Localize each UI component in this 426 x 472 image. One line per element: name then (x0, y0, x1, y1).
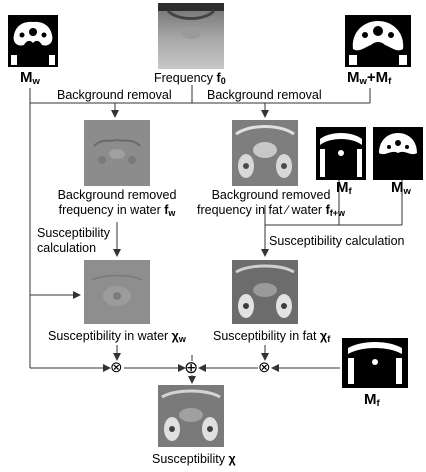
mask-water-small-label: Mw (391, 179, 411, 198)
susceptibility-fat-label: Susceptibility in fat χf (213, 329, 331, 344)
mask-water-plus-fat-label: Mw+Mf (347, 69, 392, 88)
susceptibility-water-label: Susceptibility in water χw (48, 329, 186, 344)
mask-fat-bottom-label: Mf (364, 391, 380, 410)
background-removed-fat-water-image (232, 120, 298, 186)
mask-fat-small-image (316, 127, 366, 180)
background-removed-water-label: Background removed frequency in water fw (57, 188, 177, 218)
susceptibility-water-image (84, 260, 150, 324)
susceptibility-calculation-left-label: Susceptibility calculation (37, 226, 110, 255)
mask-water-image (8, 15, 58, 67)
multiply-water-operator: ⊗ (110, 359, 123, 376)
mask-water-label: Mw (20, 69, 40, 88)
background-removed-fat-water-label: Background removed frequency in fat ∕ wa… (196, 188, 345, 218)
background-removed-water-image (84, 120, 150, 186)
susceptibility-final-label: Susceptibility χ (152, 452, 236, 466)
mask-fat-bottom-image (342, 338, 408, 388)
susceptibility-final-image (158, 385, 224, 447)
frequency-map-image (158, 3, 224, 69)
background-removal-right-label: Background removal (207, 88, 322, 102)
susceptibility-fat-image (232, 260, 298, 324)
susceptibility-calculation-right-label: Susceptibility calculation (269, 234, 405, 248)
background-removal-left-label: Background removal (57, 88, 172, 102)
mask-fat-small-label: Mf (336, 179, 352, 198)
sum-operator: ⊕ (184, 358, 199, 377)
multiply-fat-operator: ⊗ (258, 359, 271, 376)
frequency-label: Frequency f0 (154, 71, 226, 86)
mask-water-small-image (373, 127, 423, 180)
mask-water-fat-image (345, 15, 411, 67)
